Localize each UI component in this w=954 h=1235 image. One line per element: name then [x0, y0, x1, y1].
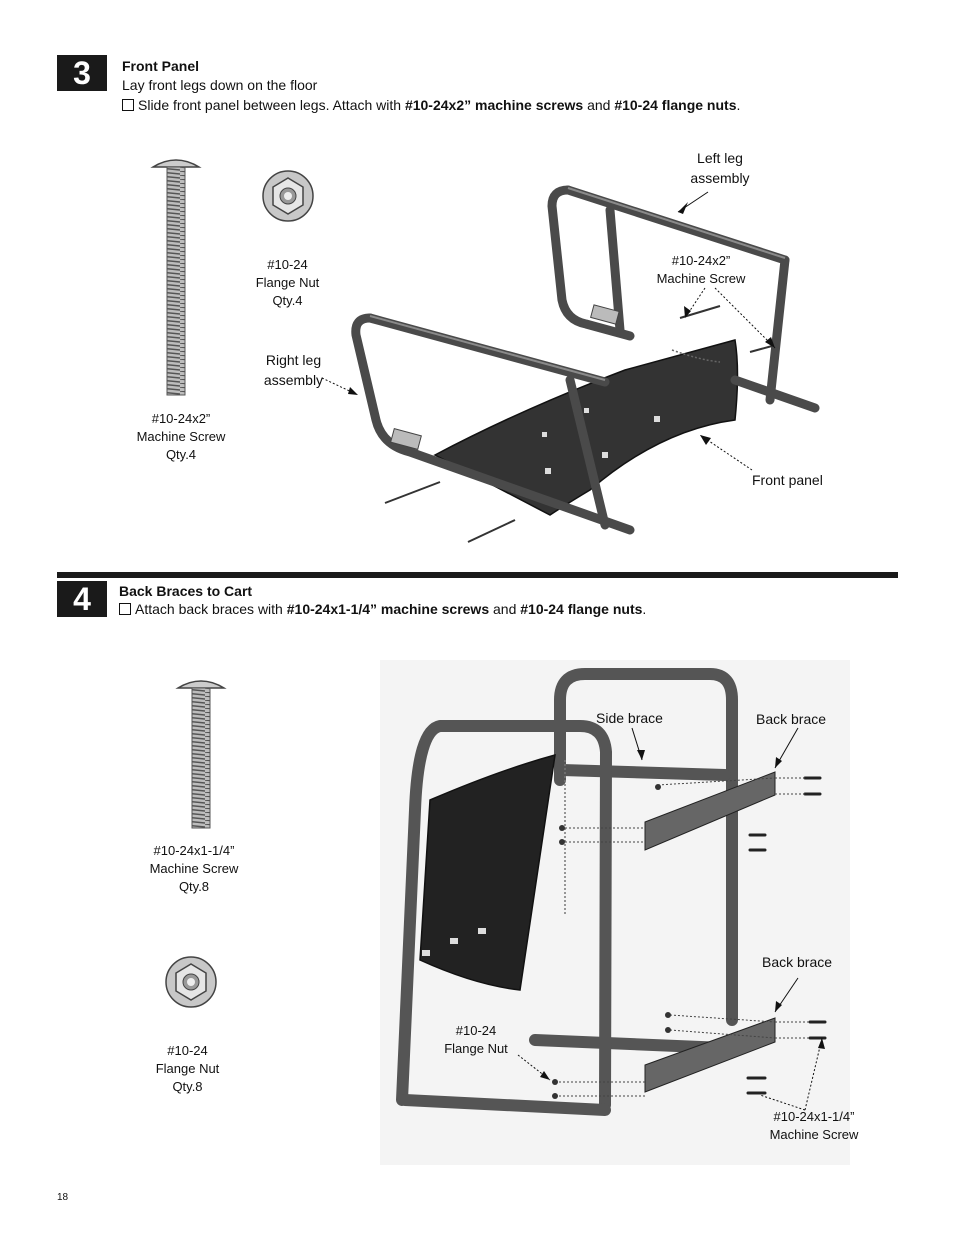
- flange-nut-icon: [165, 956, 217, 1008]
- callout-back-brace-top: Back brace: [756, 711, 827, 727]
- step-4-instruction: Attach back braces with #10-24x1-1/4” ma…: [119, 601, 646, 617]
- step-3-instruction: Slide front panel between legs. Attach w…: [122, 97, 740, 113]
- page-number: 18: [57, 1192, 69, 1203]
- flange-nut-icon: [262, 170, 314, 222]
- step-3-number: 3: [57, 55, 107, 91]
- callout-back-brace-bottom: Back brace: [762, 954, 833, 970]
- machine-screw-2in-icon: [150, 159, 202, 396]
- step-3-assembly-diagram: [321, 185, 820, 543]
- step-3-line1: Lay front legs down on the floor: [122, 77, 318, 93]
- step-4-title: Back Braces to Cart: [119, 583, 253, 599]
- callout-machine-screw-2in: #10-24x2”Machine Screw: [656, 253, 746, 286]
- step-3-title: Front Panel: [122, 58, 200, 74]
- machine-screw-1-1-4in-icon: [175, 680, 227, 829]
- step-4-number: 4: [57, 581, 107, 617]
- callout-machine-screw-1-1-4in: #10-24x1-1/4”Machine Screw: [769, 1109, 859, 1142]
- section-divider: [57, 572, 898, 578]
- checkbox-icon: [122, 99, 134, 111]
- callout-side-brace: Side brace: [596, 710, 663, 726]
- callout-front-panel: Front panel: [752, 472, 823, 488]
- checkbox-icon: [119, 603, 131, 615]
- step-4-assembly-diagram: [380, 660, 850, 1165]
